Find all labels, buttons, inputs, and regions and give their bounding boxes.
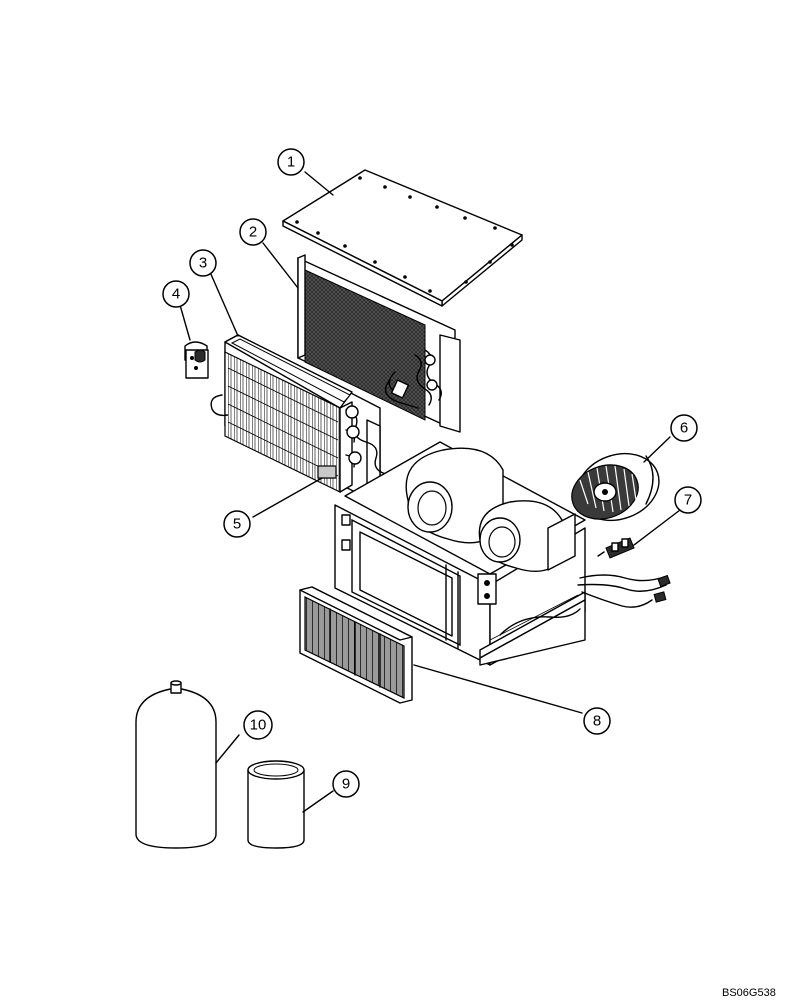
heater-core [210, 334, 387, 499]
svg-text:2: 2 [249, 224, 257, 241]
receiver-drier [135, 680, 217, 849]
callout-4: 4 [162, 280, 190, 308]
recirculation-filter-grille [299, 586, 413, 704]
callout-10: 10 [243, 710, 273, 740]
callout-1: 1 [277, 148, 305, 176]
thermostat-connector [317, 465, 337, 479]
svg-text:3: 3 [199, 255, 207, 272]
blower-wheel [571, 452, 660, 522]
hose-clip-bracket [184, 341, 209, 379]
callout-7: 7 [674, 486, 702, 514]
blower-resistor [597, 537, 635, 559]
svg-text:10: 10 [250, 717, 267, 734]
leader-lines [179, 171, 681, 813]
svg-text:7: 7 [684, 492, 692, 509]
evaporator-core [297, 254, 461, 433]
svg-text:1: 1 [287, 154, 295, 171]
svg-text:6: 6 [680, 420, 688, 437]
callout-5: 5 [223, 510, 251, 538]
callout-8: 8 [583, 707, 611, 735]
filter-cartridge [247, 760, 305, 849]
svg-text:5: 5 [233, 516, 241, 533]
blower-housing-case [334, 441, 671, 666]
drawing-code: BS06G538 [722, 987, 776, 999]
svg-text:9: 9 [342, 776, 350, 793]
callout-6: 6 [670, 414, 698, 442]
callout-3: 3 [189, 249, 217, 277]
callout-2: 2 [239, 218, 267, 246]
callout-9: 9 [332, 770, 360, 798]
svg-text:8: 8 [593, 713, 601, 730]
top-cover-panel [282, 169, 523, 307]
svg-text:4: 4 [172, 286, 180, 303]
